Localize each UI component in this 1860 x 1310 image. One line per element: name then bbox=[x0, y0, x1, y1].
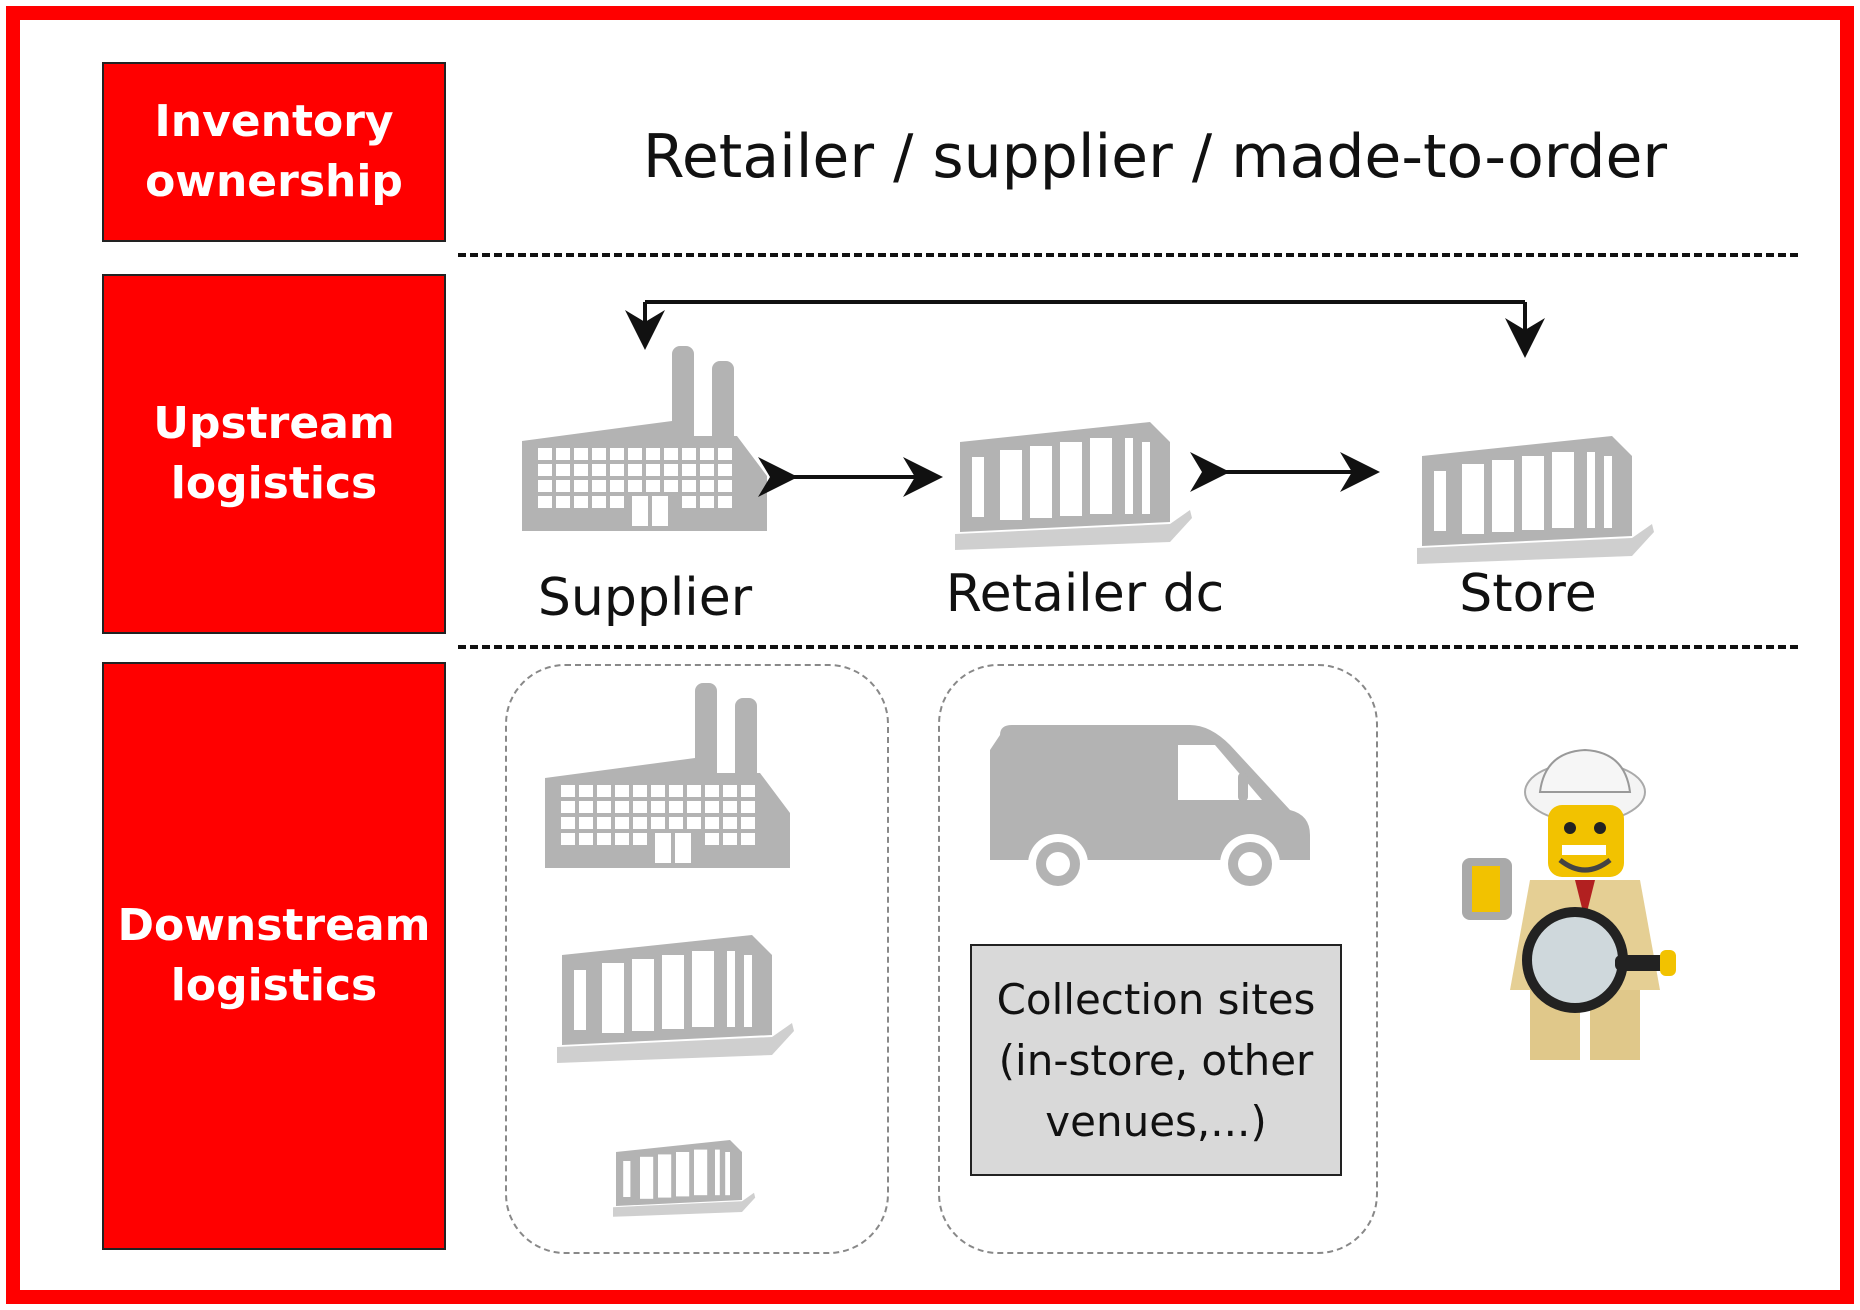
group-van-collection bbox=[938, 664, 1378, 1254]
collection-sites-text: Collection sites (in-store, other venues… bbox=[996, 974, 1316, 1146]
factory-icon bbox=[522, 346, 767, 531]
node-label-supplier: Supplier bbox=[537, 568, 753, 628]
divider-top bbox=[458, 253, 1798, 257]
label-upstream-logistics: Upstream logistics bbox=[102, 274, 446, 634]
warehouse-icon bbox=[613, 1140, 756, 1217]
warehouse-icon bbox=[557, 935, 794, 1063]
label-downstream-text: Downstream logistics bbox=[117, 900, 431, 1011]
collection-sites-box: Collection sites (in-store, other venues… bbox=[970, 944, 1342, 1176]
red-frame bbox=[6, 6, 1854, 1304]
factory-icon bbox=[545, 683, 790, 868]
warehouse-icon bbox=[955, 422, 1192, 550]
node-label-store: Store bbox=[1459, 564, 1597, 624]
label-inventory-ownership: Inventory ownership bbox=[102, 62, 446, 242]
ownership-heading: Retailer / supplier / made-to-order bbox=[642, 122, 1668, 192]
explorer-minifigure-icon bbox=[1462, 748, 1676, 1060]
group-supplier-dc-store bbox=[505, 664, 889, 1254]
label-upstream-text: Upstream logistics bbox=[153, 398, 395, 509]
label-inventory-text: Inventory ownership bbox=[145, 96, 403, 207]
divider-bottom bbox=[458, 645, 1798, 649]
label-downstream-logistics: Downstream logistics bbox=[102, 662, 446, 1250]
warehouse-icon bbox=[1417, 436, 1654, 564]
van-icon bbox=[990, 725, 1310, 894]
node-label-retailer-dc: Retailer dc bbox=[945, 564, 1225, 624]
